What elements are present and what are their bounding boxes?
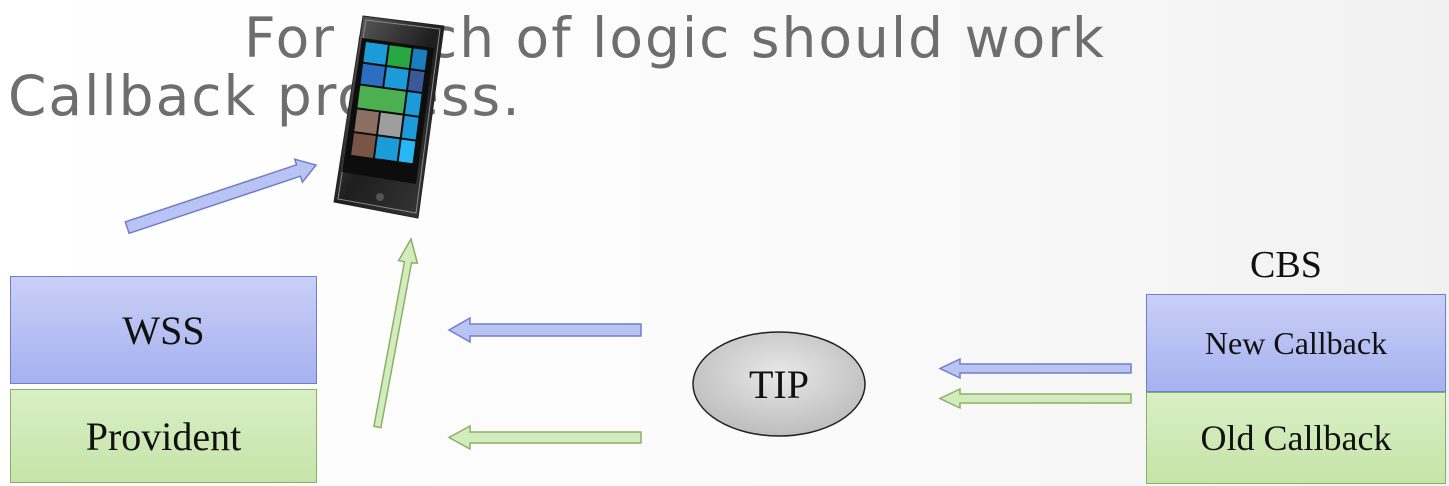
- arrow-tip-to-wss: [447, 316, 642, 344]
- cbs-label: CBS: [1250, 244, 1322, 286]
- new-callback-label: New Callback: [1204, 324, 1388, 361]
- old-callback-label: Old Callback: [1200, 418, 1392, 458]
- wss-box: WSS: [10, 276, 317, 384]
- title-line-1: For each of logic should work: [244, 6, 1106, 70]
- provident-box: Provident: [10, 389, 317, 483]
- old-callback-box: Old Callback: [1146, 392, 1446, 484]
- provident-label: Provident: [85, 413, 242, 459]
- wss-label: WSS: [122, 307, 205, 353]
- tip-label: TIP: [749, 361, 809, 407]
- arrow-new-callback-to-tip: [938, 357, 1132, 380]
- arrow-old-callback-to-tip: [938, 387, 1132, 410]
- arrow-wss-to-phone: [124, 158, 318, 235]
- arrow-provident-to-phone: [373, 237, 419, 429]
- smartphone-icon: [318, 12, 448, 222]
- arrow-tip-to-provident: [447, 424, 642, 451]
- new-callback-box: New Callback: [1146, 294, 1446, 392]
